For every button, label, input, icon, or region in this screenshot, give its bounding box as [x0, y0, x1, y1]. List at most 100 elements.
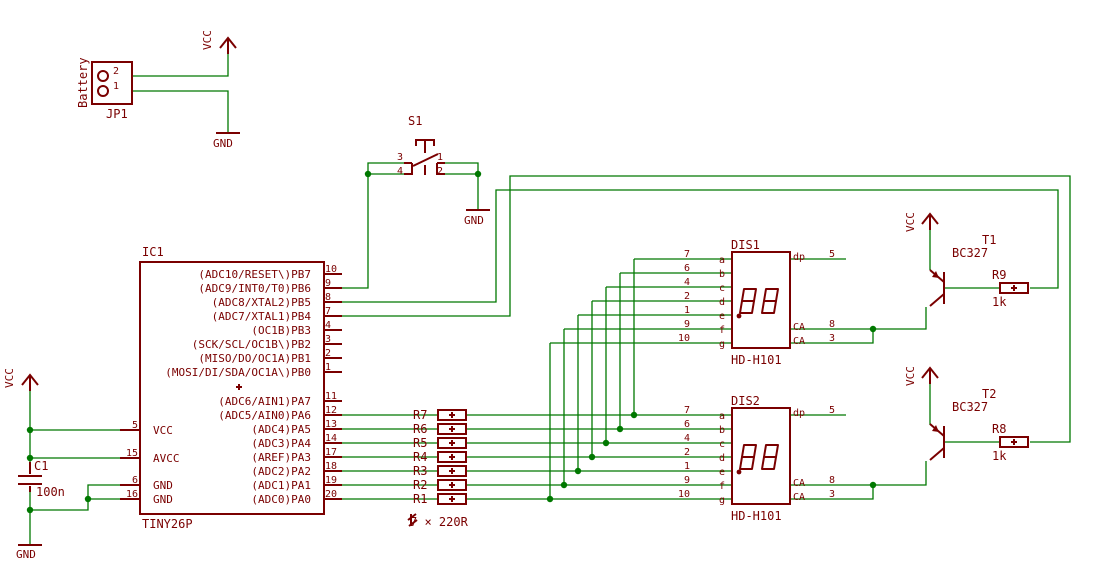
display-pin-label: CA [793, 322, 805, 333]
ic1-pin-number: 14 [325, 433, 337, 444]
ic1-pin-label: (ADC7/XTAL1)PB4 [212, 310, 312, 323]
vcc-symbol-left: VCC [3, 368, 39, 391]
segment [739, 456, 755, 470]
ic1-pin-number: 8 [325, 292, 331, 303]
display-pin-number: 7 [684, 405, 690, 416]
transistor-arrow [932, 271, 939, 278]
resistor-label: R3 [413, 464, 427, 478]
ic1-pin-number: 12 [325, 405, 337, 416]
transistor-name: T2 [982, 387, 996, 401]
segment [741, 444, 757, 458]
svg-text:3: 3 [397, 152, 403, 163]
resistor-body [437, 465, 467, 477]
ic1-pin-number: 3 [325, 334, 331, 345]
ic1-pin-label: GND [153, 479, 173, 492]
svg-text:VCC: VCC [904, 366, 917, 386]
ic1-pin-label: (ADC4)PA5 [251, 423, 311, 436]
ic1-pin-number: 15 [126, 448, 138, 459]
display-pin-label: dp [793, 408, 805, 419]
resistor-mark [449, 412, 455, 418]
ic1-pin-label: (ADC9/INT0/T0)PB6 [198, 282, 311, 295]
ic1-pin-number: 7 [325, 306, 331, 317]
ic1-pin-number: 18 [325, 461, 337, 472]
decimal-point [736, 313, 742, 319]
svg-text:4: 4 [397, 166, 403, 177]
display-pin-label: f [719, 481, 725, 492]
base-resistor-value: 1k [992, 449, 1007, 463]
base-resistor-body [999, 436, 1029, 448]
base-resistor-mark [1011, 285, 1017, 291]
resistor-label: R2 [413, 478, 427, 492]
display-pin-label: d [719, 453, 725, 464]
vcc-symbol-t1: VCC [904, 212, 939, 232]
display-pin-number: 7 [684, 249, 690, 260]
display-name: DIS2 [731, 394, 760, 408]
base-resistor-body [999, 282, 1029, 294]
c1-capacitor: C1 100n [18, 459, 65, 499]
svg-text:S1: S1 [408, 114, 422, 128]
svg-text:Battery: Battery [76, 57, 90, 108]
ic1-pin-number: 1 [325, 362, 331, 373]
display-pin-label: CA [793, 492, 805, 503]
ic1-pin-number: 20 [325, 489, 337, 500]
resistor-body [437, 493, 467, 505]
gnd-symbol-battery: GND [213, 132, 240, 150]
s1-switch: S1 3 4 1 2 [397, 114, 445, 177]
ic1-pin-label: (AREF)PA3 [251, 451, 311, 464]
resistor-body [437, 479, 467, 491]
resistor-note: 7 × 220R [407, 513, 469, 529]
display-pin-label: CA [793, 478, 805, 489]
segment [741, 288, 757, 302]
resistor-mark [449, 468, 455, 474]
ic1-pin-label: (OC1B)PB3 [251, 324, 311, 337]
segment [739, 300, 755, 314]
display-pin-label: b [719, 269, 725, 280]
resistor-body [437, 409, 467, 421]
display-pin-number: 4 [684, 433, 690, 444]
segment [763, 444, 779, 458]
resistor-mark [449, 426, 455, 432]
ic1-pin-number: 17 [325, 447, 337, 458]
transistor-arrow [932, 425, 939, 432]
resistor-body [437, 451, 467, 463]
ic1-pin-number: 19 [325, 475, 337, 486]
svg-text:GND: GND [213, 137, 233, 150]
resistor-body [437, 423, 467, 435]
ic1-pin-number: 5 [132, 420, 138, 431]
resistor-label: R7 [413, 408, 427, 422]
display-pin-label: a [719, 411, 725, 422]
ic1-pin-label: (ADC1)PA1 [251, 479, 311, 492]
ic1-pin-label: (ADC5/AIN0)PA6 [218, 409, 311, 422]
resistor-label: R6 [413, 422, 427, 436]
jp1-connector: 2 1 JP1 Battery [76, 57, 133, 121]
ic1-pin-label: (ADC0)PA0 [251, 493, 311, 506]
base-resistor-name: R8 [992, 422, 1006, 436]
svg-text:1: 1 [437, 152, 443, 163]
resistor-label: R5 [413, 436, 427, 450]
gnd-symbol-left: GND [16, 544, 42, 561]
resistor-body [437, 437, 467, 449]
display-pin-number: 5 [829, 249, 835, 260]
display-pin-label: e [719, 311, 725, 322]
display-pin-label: c [719, 283, 725, 294]
transistor-name: T1 [982, 233, 996, 247]
ic1-pin-label: AVCC [153, 452, 180, 465]
segment [761, 456, 777, 470]
svg-text:IC1: IC1 [142, 245, 164, 259]
junctions [26, 170, 877, 514]
display-pin-label: g [719, 495, 725, 506]
display-pin-number: 6 [684, 263, 690, 274]
ic1-pin-label: (SCK/SCL/OC1B\)PB2 [192, 338, 311, 351]
seven-segment-digit [736, 444, 779, 475]
ic1-pin-number: 2 [325, 348, 331, 359]
display-pin-number: 2 [684, 291, 690, 302]
ic1-pin-label: VCC [153, 424, 173, 437]
ic1-pin-number: 16 [126, 489, 138, 500]
ic1-pin-number: 9 [325, 278, 331, 289]
segment [761, 300, 777, 314]
vcc-symbol-t2: VCC [904, 366, 939, 386]
resistor-mark [449, 440, 455, 446]
